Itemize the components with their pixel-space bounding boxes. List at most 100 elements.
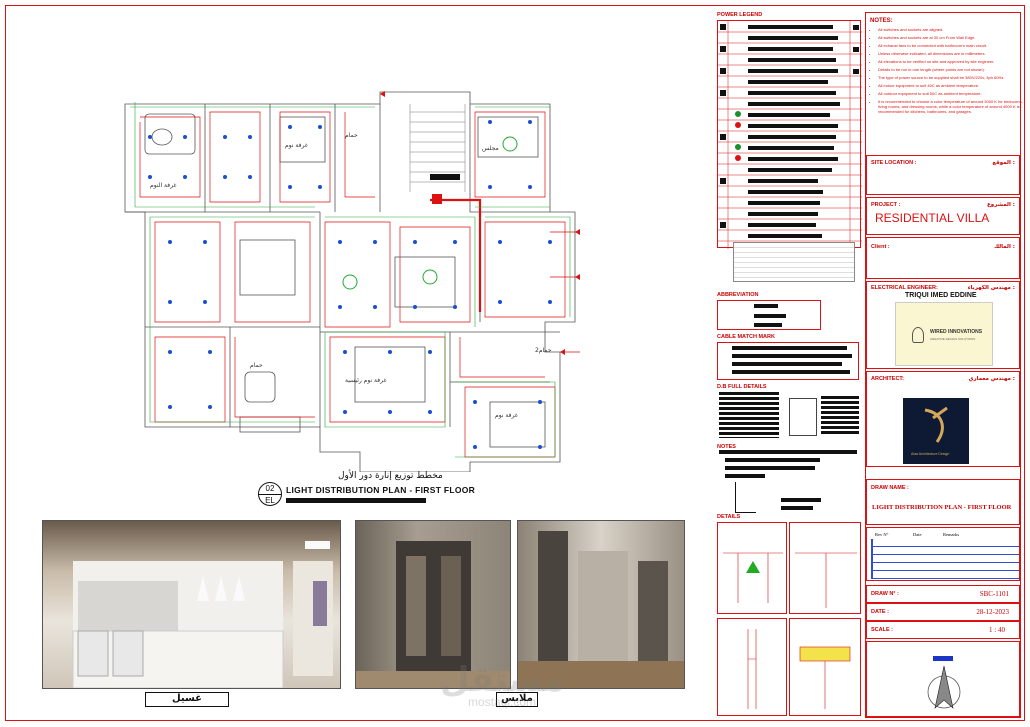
architect-logo-text: Alaa Architecture Design (911, 452, 950, 456)
client-label-ar: المالك : (993, 244, 1015, 250)
electrical-engineer-label-ar: مهندس الكهرباء : (967, 285, 1015, 291)
sheet-number-bubble: 02 EL (258, 482, 282, 506)
notes-legend-title: NOTES (717, 444, 736, 450)
scale-label: SCALE : (871, 627, 893, 633)
floor-plan: غرفة النوم غرفة نوم حمام مجلس غرفة نوم ر… (124, 91, 580, 472)
dressing-render-2 (517, 520, 685, 689)
abbreviation-title: ABBREVIATION (717, 292, 759, 298)
sheet-number: 02 (259, 483, 281, 495)
draw-no-value: SBC-1101 (979, 590, 1009, 598)
engineer-name: TRIQUI IMED EDDINE (905, 292, 977, 299)
north-bar (933, 656, 953, 661)
cable-match-table (717, 342, 859, 380)
room-label: غرفة النوم (150, 182, 177, 189)
dressing-scene-2 (518, 531, 684, 688)
note-item: All switches and sockets are at 30 cm Fr… (878, 35, 1026, 40)
architect-box: ARCHITECT: مهندس معماري : Alaa Architect… (866, 371, 1020, 467)
electrical-engineer-box: ELECTRICAL ENGINEER: مهندس الكهرباء : TR… (866, 281, 1020, 369)
detail-3-drawing (747, 629, 757, 709)
title-underline (286, 498, 426, 503)
note-item: Unless otherwise indicated, all dimensio… (878, 51, 1026, 56)
room-label: غرفة نوم (285, 142, 308, 149)
notes-legend-block (719, 450, 859, 520)
dressing-render-1 (355, 520, 511, 689)
laundry-render (42, 520, 341, 689)
room-label: حمام2 (535, 347, 552, 354)
revision-table: Rev N° Date Remarks (866, 527, 1020, 581)
date-row: DATE : 28-12-2023 (866, 603, 1020, 621)
date-label: DATE : (871, 609, 889, 615)
sheet-code: EL (265, 496, 275, 505)
room-label: حمام (250, 362, 263, 369)
draw-no-label: DRAW N° : (871, 591, 899, 597)
sheet-border (5, 5, 1025, 721)
detail-3 (717, 618, 787, 716)
electrical-engineer-label: ELECTRICAL ENGINEER: (871, 285, 938, 291)
detail-2 (789, 522, 861, 614)
draw-name-label: DRAW NAME : (871, 485, 909, 491)
room-label: حمام (345, 132, 358, 139)
site-location-box: SITE LOCATION : الموقع : (866, 155, 1020, 195)
draw-name-box: DRAW NAME : LIGHT DISTRIBUTION PLAN - FI… (866, 479, 1020, 525)
note-item: All outdoor equipment to suit 50C as amb… (878, 91, 1026, 96)
rev-header-date: Date (913, 532, 922, 537)
note-item: All switches and sockets are aligned. (878, 27, 1026, 32)
laundry-caption: غسيل (145, 692, 229, 707)
plan-title-block: مخطط توزيع إنارة دور الأول 02 EL LIGHT D… (258, 471, 498, 511)
north-arrow-icon (927, 665, 961, 709)
engineer-logo: WIRED INNOVATIONS CREATIVE DESIGN SOLUTI… (895, 302, 993, 366)
draw-no-row: DRAW N° : SBC-1101 (866, 585, 1020, 603)
plan-title-arabic: مخطط توزيع إنارة دور الأول (338, 471, 443, 481)
engineer-logo-text: WIRED INNOVATIONS (930, 329, 983, 335)
plan-title-english: LIGHT DISTRIBUTION PLAN - FIRST FLOOR (286, 485, 476, 495)
db-details-diagram (719, 392, 859, 440)
title-block: NOTES: All switches and sockets are alig… (865, 12, 1023, 718)
cable-match-title: CABLE MATCH MARK (717, 334, 775, 340)
rev-header-remarks: Remarks (943, 532, 959, 537)
legend-rows (718, 21, 862, 249)
note-item: All indoor equipment to suit 40C as ambi… (878, 83, 1026, 88)
schedule-table (733, 242, 855, 282)
note-item: All elevations to be verified on site an… (878, 59, 1026, 64)
project-label: PROJECT : (871, 202, 901, 208)
db-details-title: D.B FULL DETAILS (717, 384, 767, 390)
bulb-icon (912, 327, 924, 343)
client-box: Client : المالك : (866, 237, 1020, 279)
project-name: RESIDENTIAL VILLA (875, 211, 990, 225)
dressing-caption: ملابس (496, 692, 538, 707)
scale-row: SCALE : 1 : 40 (866, 621, 1020, 639)
note-item: All exhaust fans to be connected with ba… (878, 43, 1026, 48)
room-label: مجلس (482, 145, 499, 152)
detail-2-drawing (795, 552, 857, 608)
legend-column: POWER LEGEND ABBREVIATION (715, 12, 863, 718)
architect-label: ARCHITECT: (871, 376, 904, 382)
date-value: 28-12-2023 (976, 608, 1009, 616)
detail-4-drawing (799, 646, 851, 709)
note-item: It is recommended to choose a color temp… (878, 99, 1026, 114)
watermark: مستقل (440, 660, 565, 700)
room-label: غرفة نوم رئيسية (345, 377, 387, 384)
rev-header-no: Rev N° (875, 532, 889, 537)
site-location-label-ar: الموقع : (992, 160, 1015, 166)
abbreviation-table (717, 300, 821, 330)
engineer-logo-sub: CREATIVE DESIGN SOLUTIONS (930, 337, 976, 341)
laundry-scene (72, 541, 333, 688)
client-label: Client : (871, 244, 890, 250)
architect-logo: Alaa Architecture Design (903, 398, 969, 464)
dressing-scene-1 (356, 541, 510, 688)
note-item: The type of power source to be supplied … (878, 75, 1026, 80)
power-legend-table (717, 20, 862, 249)
north-arrow-box (866, 641, 1020, 717)
scale-value: 1 : 40 (989, 626, 1005, 634)
details-title: DETAILS (717, 514, 741, 520)
site-location-label: SITE LOCATION : (871, 160, 917, 166)
watermark-sub: mostaql.com (468, 695, 537, 709)
power-legend-title: POWER LEGEND (717, 12, 763, 18)
architect-logo-mark (924, 406, 948, 443)
project-label-ar: المشروع : (987, 202, 1015, 208)
detail-1-drawing (723, 552, 783, 603)
draw-name-value: LIGHT DISTRIBUTION PLAN - FIRST FLOOR (872, 504, 1012, 511)
notes-list: All switches and sockets are aligned. Al… (866, 27, 1026, 117)
room-label: غرفة نوم (495, 412, 518, 419)
architect-label-ar: مهندس معماري : (968, 376, 1015, 382)
